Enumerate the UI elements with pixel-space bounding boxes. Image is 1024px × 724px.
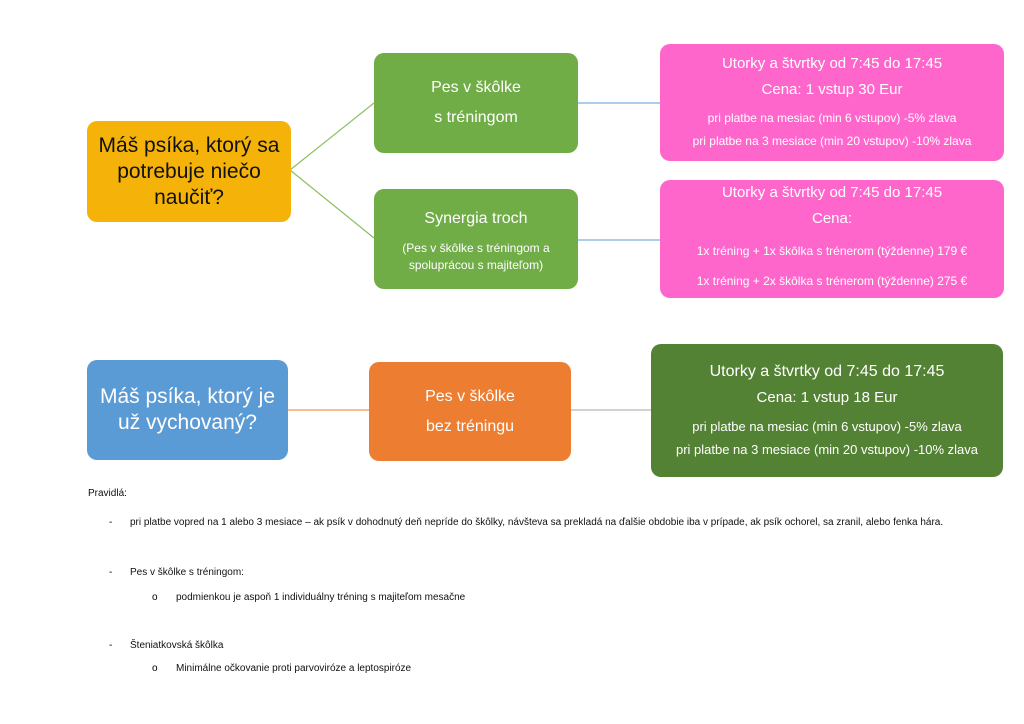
kindergarten-training-box: Pes v škôlke s tréningom (374, 53, 578, 153)
kindergarten-no-training-box: Pes v škôlke bez tréningu (369, 362, 571, 461)
question-1-text: Máš psíka, ktorý sa potrebuje niečo nauč… (98, 133, 280, 209)
info-no-training-discount-3months: pri platbe na 3 mesiace (min 20 vstupov)… (675, 441, 979, 457)
rule-3-sub-circle: o (152, 663, 158, 674)
kindergarten-training-line2: s tréningom (434, 109, 518, 126)
rule-3-dash: - (109, 640, 113, 651)
kindergarten-no-training-line2: bez tréningu (425, 417, 515, 435)
rule-2-sub-circle: o (152, 592, 158, 603)
kindergarten-training-line1: Pes v škôlke (431, 79, 521, 96)
info-synergy-option-2: 1x tréning + 2x škôlka s trénerom (týžde… (696, 274, 968, 288)
info-synergy-price: Cena: (811, 210, 853, 227)
connector-q1-training (289, 102, 375, 171)
rule-1-dash: - (109, 517, 113, 528)
synergy-box: Synergia troch (Pes v škôlke s tréningom… (374, 189, 578, 289)
info-training-box: Utorky a štvrtky od 7:45 do 17:45 Cena: … (660, 44, 1004, 161)
info-synergy-box: Utorky a štvrtky od 7:45 do 17:45 Cena: … (660, 180, 1004, 298)
question-box-2: Máš psíka, ktorý je už vychovaný? (87, 360, 288, 460)
kindergarten-no-training-line1: Pes v škôlke (425, 387, 515, 405)
info-no-training-box: Utorky a štvrtky od 7:45 do 17:45 Cena: … (651, 344, 1003, 477)
question-box-1: Máš psíka, ktorý sa potrebuje niečo nauč… (87, 121, 291, 222)
rule-2-dash: - (109, 567, 113, 578)
synergy-subtitle: (Pes v škôlke s tréningom a spoluprácou … (402, 241, 550, 272)
info-no-training-price: Cena: 1 vstup 18 Eur (756, 388, 898, 406)
rule-1-text: pri platbe vopred na 1 alebo 3 mesiace –… (130, 517, 944, 528)
info-training-discount-month: pri platbe na mesiac (min 6 vstupov) -5%… (707, 110, 957, 125)
info-no-training-discount-month: pri platbe na mesiac (min 6 vstupov) -5%… (692, 418, 962, 434)
rule-2-sub-text: podmienkou je aspoň 1 individuálny tréni… (176, 592, 466, 603)
info-synergy-option-1: 1x tréning + 1x škôlka s trénerom (týžde… (696, 244, 968, 258)
rule-3-sub-text: Minimálne očkovanie proti parvoviróze a … (176, 663, 412, 674)
connector-q1-synergy (289, 169, 375, 239)
info-synergy-schedule: Utorky a štvrtky od 7:45 do 17:45 (721, 184, 943, 201)
info-training-price: Cena: 1 vstup 30 Eur (761, 80, 903, 98)
rule-2-text: Pes v škôlke s tréningom: (130, 567, 244, 578)
rule-3-text: Šteniatkovská škôlka (130, 640, 224, 651)
rules-heading: Pravidlá: (88, 488, 127, 499)
info-no-training-schedule: Utorky a štvrtky od 7:45 do 17:45 (709, 362, 945, 380)
question-2-text: Máš psíka, ktorý je už vychovaný? (99, 385, 276, 434)
rules-section: Pravidlá: (88, 488, 988, 515)
info-training-discount-3months: pri platbe na 3 mesiace (min 20 vstupov)… (692, 133, 972, 148)
synergy-title: Synergia troch (424, 210, 528, 227)
info-training-schedule: Utorky a štvrtky od 7:45 do 17:45 (721, 54, 943, 72)
